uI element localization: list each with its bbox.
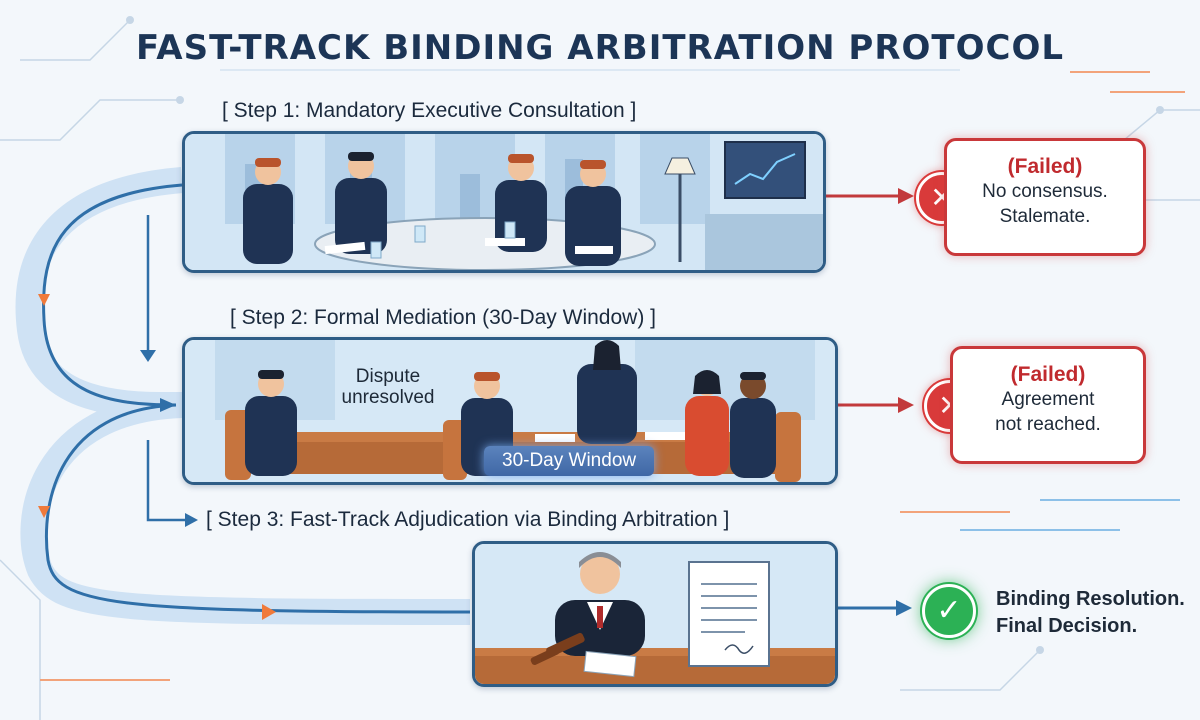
dispute-overlay: Dispute unresolved [328, 366, 448, 408]
step-2-label: [ Step 2: Formal Mediation (30-Day Windo… [230, 306, 656, 330]
final-outcome: Binding Resolution. Final Decision. [996, 586, 1185, 640]
final-outcome-line-1: Binding Resolution. [996, 586, 1185, 613]
executive-meeting-illustration [185, 134, 823, 270]
outcome-2-status: (Failed) [953, 363, 1143, 387]
arbitration-illustration [475, 544, 835, 684]
dispute-overlay-line-1: Dispute [328, 366, 448, 387]
outcome-2-box: (Failed) Agreement not reached. [950, 346, 1146, 464]
window-badge: 30-Day Window [484, 446, 654, 476]
outcome-2-line-1: Agreement [953, 387, 1143, 412]
dispute-overlay-line-2: unresolved [328, 387, 448, 408]
outcome-1-status: (Failed) [947, 155, 1143, 179]
page-title: FAST-TRACK BINDING ARBITRATION PROTOCOL [0, 28, 1200, 68]
final-outcome-line-2: Final Decision. [996, 613, 1185, 640]
outcome-1-line-2: Stalemate. [947, 204, 1143, 229]
outcome-2-line-2: not reached. [953, 412, 1143, 437]
outcome-1-line-1: No consensus. [947, 179, 1143, 204]
step-1-panel [182, 131, 826, 273]
step-1-label: [ Step 1: Mandatory Executive Consultati… [222, 99, 636, 123]
step-3-panel [472, 541, 838, 687]
check-icon: ✓ [922, 584, 976, 638]
outcome-1-box: (Failed) No consensus. Stalemate. [944, 138, 1146, 256]
step-3-label: [ Step 3: Fast-Track Adjudication via Bi… [206, 508, 729, 532]
